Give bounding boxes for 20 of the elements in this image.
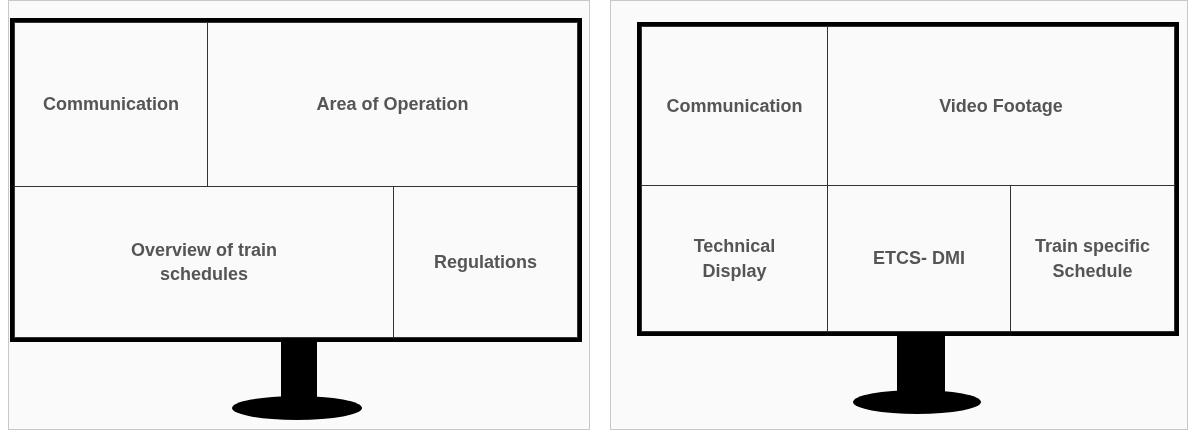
monitor-screen <box>637 22 1179 336</box>
panel-label: Overview of train schedules <box>129 238 279 286</box>
panel-label: Video Footage <box>938 94 1064 118</box>
screen-panel <box>14 186 394 338</box>
panel-label: Technical Display <box>692 235 777 283</box>
panel-label: Communication <box>42 93 180 117</box>
panel-label: ETCS- DMI <box>872 247 966 271</box>
screen-panel <box>14 22 208 187</box>
screen-panel <box>641 185 828 332</box>
screen-panel <box>827 185 1011 332</box>
panel-label: Communication <box>665 94 804 118</box>
screen-panel <box>393 186 578 338</box>
screen-panel <box>641 26 828 186</box>
screen-panel <box>207 22 578 187</box>
panel-label: Regulations <box>433 250 538 274</box>
screen-panel <box>1010 185 1175 332</box>
screen-panel <box>827 26 1175 186</box>
panel-label: Area of Operation <box>315 93 470 117</box>
panel-label: Train specific Schedule <box>1033 235 1152 283</box>
monitor-screen <box>10 18 582 342</box>
